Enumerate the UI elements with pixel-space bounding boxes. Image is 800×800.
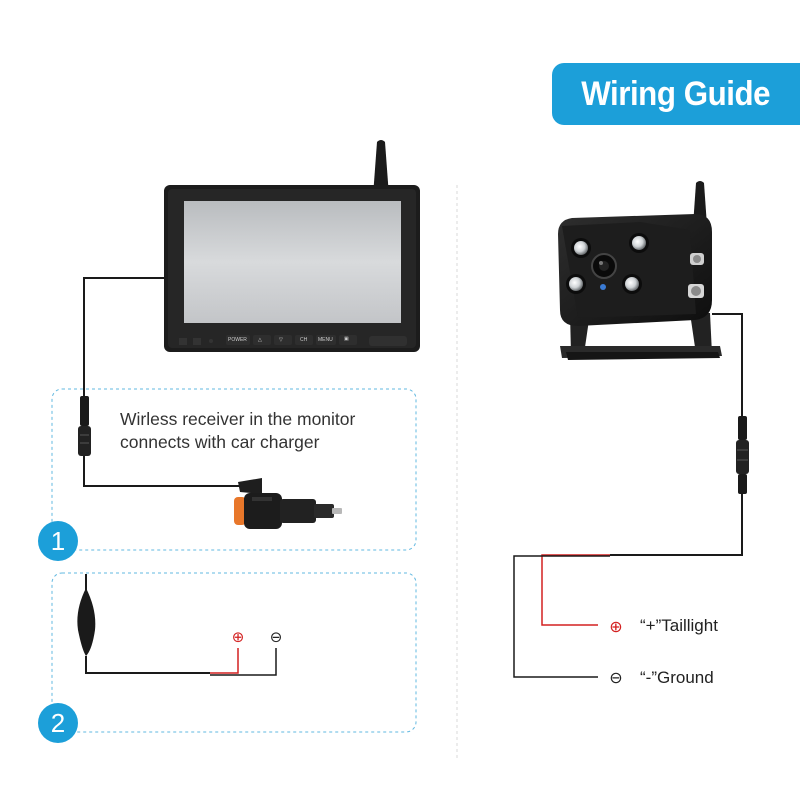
camera-inline-connector <box>736 416 749 494</box>
button-label-power: POWER <box>228 337 247 343</box>
step2-plus-symbol: ⊕ <box>232 628 245 646</box>
button-label-source: ▣ <box>344 336 349 342</box>
step2-minus-symbol: ⊖ <box>270 628 283 646</box>
step2-negative-wire <box>210 648 277 676</box>
inline-connector <box>78 396 91 456</box>
car-charger <box>234 478 342 529</box>
page-title: Wiring Guide <box>581 74 771 113</box>
step-badge-2: 2 <box>38 703 78 743</box>
monitor <box>164 140 420 352</box>
fuse-holder <box>77 588 96 656</box>
step-number-2: 2 <box>50 707 66 738</box>
caption-line-2: connects with car charger <box>120 432 320 452</box>
monitor-cable <box>83 277 166 396</box>
antenna <box>373 140 389 196</box>
ground-wire <box>513 555 610 678</box>
taillight-wire <box>541 554 610 626</box>
step2-box <box>51 572 417 733</box>
step-number-1: 1 <box>50 525 66 556</box>
button-label-menu: MENU <box>318 337 333 343</box>
step1-caption: Wirless receiver in the monitor connects… <box>120 408 410 454</box>
monitor-screen <box>184 201 401 323</box>
step2-positive-wire <box>210 648 239 674</box>
button-label-up: △ <box>258 337 262 343</box>
button-label-down: ▽ <box>279 337 283 343</box>
backup-camera <box>558 181 722 360</box>
caption-line-1: Wirless receiver in the monitor <box>120 409 356 429</box>
ground-minus-symbol: ⊖ <box>609 668 622 687</box>
step-badge-1: 1 <box>38 521 78 561</box>
button-label-ch: CH <box>300 337 308 343</box>
camera-cable <box>712 313 743 418</box>
taillight-label: “+”Taillight <box>640 616 718 635</box>
ground-label: “-”Ground <box>640 668 714 687</box>
title-badge: Wiring Guide <box>552 63 800 125</box>
taillight-plus-symbol: ⊕ <box>609 617 622 636</box>
